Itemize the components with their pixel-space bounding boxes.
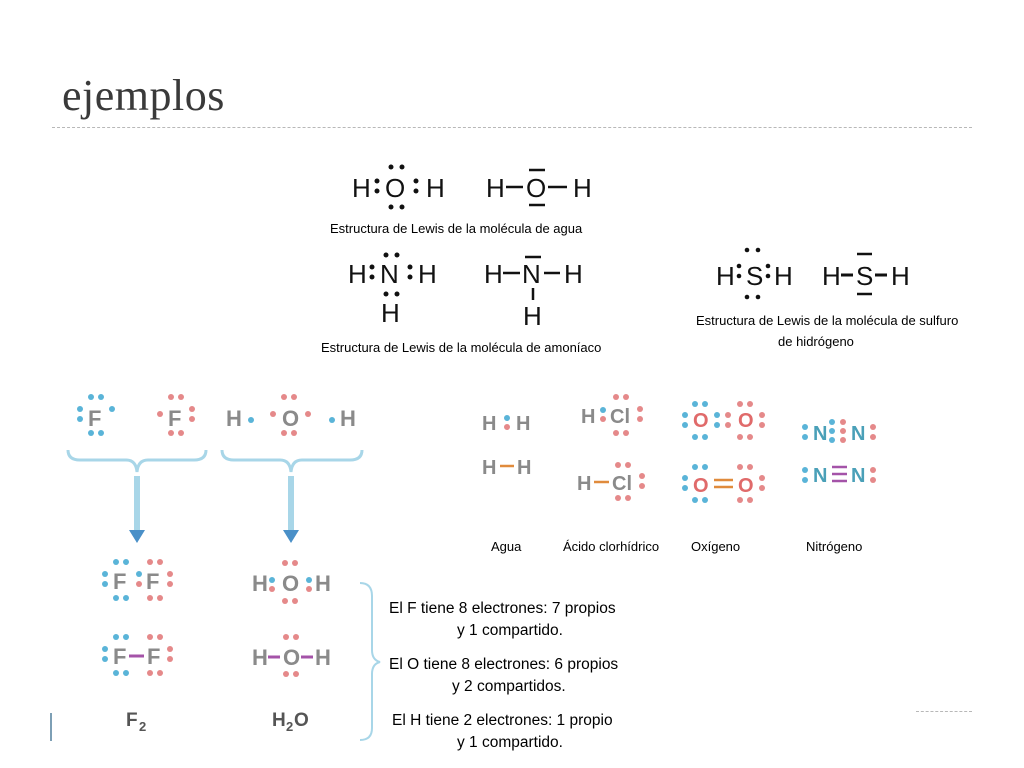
ammonia-dot-atom-h3: H [381,298,400,328]
explanation-o-line2: y 2 compartidos. [452,678,566,695]
h2o-dot-atom-h-left: H [252,571,268,596]
explanation-h-line1: El H tiene 2 electrones: 1 propio [392,712,613,729]
water-dot-structure: H O H [352,164,445,210]
h2o-dot-structure: H O H [252,560,331,604]
water-dot-atom-h2: H [426,173,445,203]
fluorine-atom-right: F [168,406,181,431]
ammonia-line-atom-h1: H [484,259,503,289]
h2o-formula: H 2 O [272,710,309,734]
water-dot-atom-o: O [385,173,405,203]
water-line-atom-h1: H [486,173,505,203]
nitrogeno-top-n2: N [851,423,865,445]
nitrogeno-label: Nitrógeno [806,539,862,554]
h2o-line-atom-h-left: H [252,645,268,670]
acido-top-h: H [581,406,595,428]
oxigeno-example: O O O O [682,401,765,503]
explanation-f-line1: El F tiene 8 electrones: 7 propios [389,600,616,617]
water-line-atom-o: O [526,173,546,203]
ammonia-dot-atom-n: N [380,259,399,289]
ammonia-line-atom-h2: H [564,259,583,289]
h2s-dot-structure: H S H [716,247,793,300]
explanation-text: El F tiene 8 electrones: 7 propios y 1 c… [389,600,618,751]
ammonia-dot-atom-h2: H [418,259,437,289]
f2-dot-atom-right: F [146,569,159,594]
f2-line-atom-right: F [147,644,160,669]
acido-label: Ácido clorhídrico [563,539,659,554]
fluorine-atoms: F F [77,394,195,436]
oxigeno-bottom-o1: O [693,475,709,497]
acido-bottom-h: H [577,473,591,495]
agua-bottom-h1: H [482,457,496,479]
f2-dot-atom-left: F [113,569,126,594]
explanation-h-line2: y 1 compartido. [457,734,563,751]
water-atom-h-left: H [226,406,242,431]
ammonia-caption: Estructura de Lewis de la molécula de am… [321,340,601,355]
h2o-formula-o: O [294,710,309,731]
h2s-line-structure: H S H [822,252,910,296]
water-caption: Estructura de Lewis de la molécula de ag… [330,221,583,236]
footer-divider [916,711,972,712]
formation-braces [66,449,364,473]
ammonia-line-atom-n: N [522,259,541,289]
h2o-formula-h: H [272,710,286,731]
f2-formula: F 2 [126,710,146,734]
h2o-line-atom-o: O [283,645,300,670]
f2-line-structure: F F [102,634,173,676]
h2s-caption-line1: Estructura de Lewis de la molécula de su… [696,313,958,328]
fluorine-atom-left: F [88,406,101,431]
h2s-dot-atom-h1: H [716,261,735,291]
ammonia-dot-atom-h1: H [348,259,367,289]
agua-top-h1: H [482,413,496,435]
agua-top-h2: H [516,413,530,435]
h2o-dot-atom-o: O [282,571,299,596]
f2-formula-symbol: F [126,710,138,731]
h2s-dot-atom-s: S [746,261,763,291]
formation-arrows [129,476,299,543]
oxigeno-bottom-o2: O [738,475,754,497]
oxigeno-label: Oxígeno [691,539,740,554]
h2s-dot-atom-h2: H [774,261,793,291]
h2s-line-atom-h2: H [891,261,910,291]
ammonia-dot-structure: H N H H [348,252,437,328]
nitrogeno-bottom-n2: N [851,465,865,487]
water-atom-o: O [282,406,299,431]
explanation-o-line1: El O tiene 8 electrones: 6 propios [389,656,618,673]
acido-top-cl: Cl [610,406,630,428]
h2s-line-atom-s: S [856,261,873,291]
h2o-dot-atom-h-right: H [315,571,331,596]
f2-dot-structure: F F [102,559,173,601]
h2o-line-structure: H O H [252,634,331,677]
ammonia-line-structure: H N H H [484,255,583,331]
water-atom-h-right: H [340,406,356,431]
h2s-line-atom-h1: H [822,261,841,291]
acido-example: H Cl H Cl [577,394,645,501]
title-divider [52,127,972,128]
f2-line-atom-left: F [113,644,126,669]
ammonia-line-atom-h3: H [523,301,542,331]
explanation-brace [359,582,381,741]
oxigeno-top-o2: O [738,410,754,432]
h2s-caption-line2: de hidrógeno [778,334,854,349]
water-dot-atom-h1: H [352,173,371,203]
f2-formula-subscript: 2 [139,719,146,734]
agua-label: Agua [491,539,522,554]
nitrogeno-bottom-n1: N [813,465,827,487]
oxigeno-top-o1: O [693,410,709,432]
water-line-atom-h2: H [573,173,592,203]
agua-example: H H H H [482,413,531,479]
water-line-structure: H O H [486,168,592,207]
water-atoms: H O H [226,394,356,436]
h2o-formula-subscript: 2 [286,719,293,734]
nitrogeno-example: N N N N [802,419,876,487]
agua-bottom-h2: H [517,457,531,479]
acido-bottom-cl: Cl [612,473,632,495]
explanation-f-line2: y 1 compartido. [457,622,563,639]
left-accent-bar [50,713,52,741]
slide-title: ejemplos [62,71,225,120]
h2o-line-atom-h-right: H [315,645,331,670]
nitrogeno-top-n1: N [813,423,827,445]
